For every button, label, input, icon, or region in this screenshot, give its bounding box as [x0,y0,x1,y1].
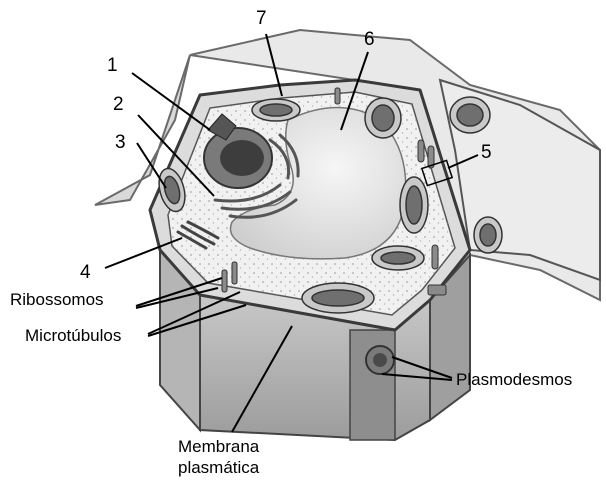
label-4: 4 [80,263,91,282]
label-6: 6 [364,30,375,49]
label-membrana-plasmatica: Membrana plasmática [178,436,259,478]
label-microtubulos: Microtúbulos [25,327,121,344]
label-ribossomos: Ribossomos [10,291,104,308]
label-membrana-line2: plasmática [178,457,259,478]
label-1: 1 [107,56,118,75]
label-5: 5 [481,143,492,162]
label-membrana-line1: Membrana [178,436,259,457]
label-7: 7 [256,9,267,28]
label-2: 2 [113,95,124,114]
label-plasmodesmos: Plasmodesmos [456,371,572,388]
plasmodesma-detail [366,346,394,374]
label-3: 3 [115,133,126,152]
